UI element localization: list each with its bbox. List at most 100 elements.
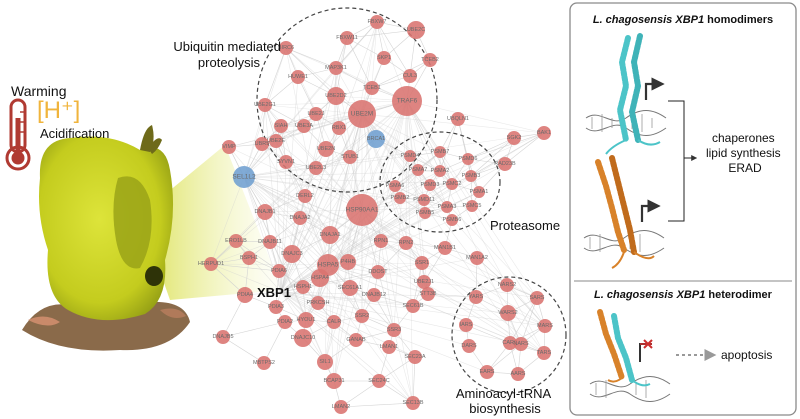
node-label: UBE2M bbox=[351, 111, 373, 118]
node-label: MARS bbox=[537, 323, 553, 329]
network-edge bbox=[285, 47, 337, 97]
network-node bbox=[294, 329, 312, 347]
node-label: PSMD6 bbox=[459, 156, 478, 162]
network-edge bbox=[243, 47, 287, 178]
network-node bbox=[387, 323, 401, 337]
node-label: PDIA4 bbox=[237, 292, 253, 298]
network-edge bbox=[285, 47, 329, 266]
node-label: DNAJA1 bbox=[319, 232, 340, 238]
network-edge bbox=[243, 170, 441, 178]
network-node bbox=[462, 339, 476, 353]
network-edge bbox=[361, 151, 441, 211]
network-node bbox=[473, 186, 485, 198]
network-node bbox=[297, 119, 311, 133]
network-edge bbox=[406, 100, 546, 327]
network-edge bbox=[228, 113, 363, 148]
node-label: PSMB3 bbox=[462, 173, 481, 179]
node-label: YARS bbox=[469, 294, 484, 300]
network-edge bbox=[486, 343, 522, 373]
node-label: SIL1 bbox=[319, 359, 330, 365]
node-label: UBE2J bbox=[307, 111, 324, 117]
network-edge bbox=[361, 209, 546, 327]
node-label: GANAB bbox=[346, 337, 366, 343]
network-node bbox=[279, 41, 293, 55]
node-label: PDIA3 bbox=[268, 304, 284, 310]
network-edge bbox=[222, 336, 265, 364]
network-edge bbox=[263, 321, 286, 364]
node-label: BSPH1 bbox=[240, 255, 258, 261]
network-edge bbox=[243, 176, 453, 185]
network-edge bbox=[210, 176, 245, 265]
network-edge bbox=[393, 100, 408, 331]
network-node bbox=[370, 15, 384, 29]
network-edge bbox=[470, 132, 545, 177]
network-edge bbox=[361, 209, 522, 345]
network-edge bbox=[340, 402, 414, 408]
network-node bbox=[279, 155, 293, 169]
node-label: MBTPS2 bbox=[253, 360, 275, 366]
network-node bbox=[537, 346, 551, 360]
network-edge bbox=[243, 176, 546, 327]
network-node bbox=[406, 396, 420, 410]
network-edge bbox=[317, 209, 363, 304]
network-node bbox=[408, 350, 422, 364]
node-label: IARS bbox=[460, 322, 473, 328]
network-node bbox=[332, 121, 346, 135]
network-node bbox=[321, 226, 339, 244]
network-edge bbox=[327, 21, 378, 266]
node-label: SSR2 bbox=[355, 313, 369, 319]
network-node bbox=[377, 51, 391, 65]
node-label: SGK2 bbox=[507, 135, 522, 141]
node-label: SEC23A bbox=[404, 354, 425, 360]
network-edge bbox=[210, 263, 329, 266]
heterodimer-structure bbox=[589, 309, 671, 402]
network-edge bbox=[243, 132, 545, 178]
panel-bottom-title-suffix: heterodimer bbox=[705, 289, 772, 301]
network-edge bbox=[280, 291, 380, 382]
node-label: NARS2 bbox=[498, 282, 516, 288]
network-node bbox=[451, 112, 465, 126]
network-node bbox=[272, 264, 286, 278]
node-label: SEC61A1 bbox=[338, 285, 362, 291]
node-label: HYOU1 bbox=[297, 317, 316, 323]
node-label: UBE2N bbox=[317, 146, 335, 152]
cluster-label-trna-line1: Aminoacyl-tRNA bbox=[456, 386, 552, 401]
node-label: PSMB6 bbox=[443, 217, 462, 223]
network-node bbox=[367, 130, 385, 148]
network-edge bbox=[406, 100, 538, 299]
network-node bbox=[372, 374, 386, 388]
network-edge bbox=[327, 183, 453, 266]
network-edge bbox=[327, 264, 395, 331]
network-edge bbox=[280, 175, 472, 293]
coral-fragment bbox=[160, 308, 186, 318]
node-label: DDOST bbox=[368, 269, 388, 275]
network-node bbox=[237, 287, 253, 303]
node-label: DNAJA2 bbox=[289, 215, 310, 221]
node-label: FBXW11 bbox=[336, 35, 358, 41]
outcome-list: chaperones lipid synthesis ERAD bbox=[706, 131, 784, 175]
network-node bbox=[446, 178, 458, 190]
network-node bbox=[296, 280, 310, 294]
network-edge bbox=[346, 29, 417, 39]
node-label: DNAJB12 bbox=[362, 292, 386, 298]
node-label: UBE2J1 bbox=[414, 279, 434, 285]
node-label: PRKCSH bbox=[307, 300, 330, 306]
node-label: CARS bbox=[502, 340, 518, 346]
network-edge bbox=[210, 209, 363, 265]
network-edge bbox=[347, 100, 408, 263]
homodimer-orange-structure bbox=[583, 155, 665, 269]
network-edge bbox=[406, 100, 448, 208]
network-node bbox=[355, 309, 369, 323]
node-label: UBE2L3 bbox=[306, 165, 327, 171]
cluster-outline-trna bbox=[451, 276, 567, 394]
network-edge bbox=[406, 100, 545, 354]
network-node bbox=[255, 137, 269, 151]
network-edge bbox=[412, 356, 416, 404]
network-node bbox=[419, 207, 431, 219]
node-label: SARS bbox=[530, 295, 545, 301]
network-edge bbox=[243, 176, 545, 354]
network-edge bbox=[361, 113, 395, 331]
network-edge bbox=[280, 156, 351, 293]
